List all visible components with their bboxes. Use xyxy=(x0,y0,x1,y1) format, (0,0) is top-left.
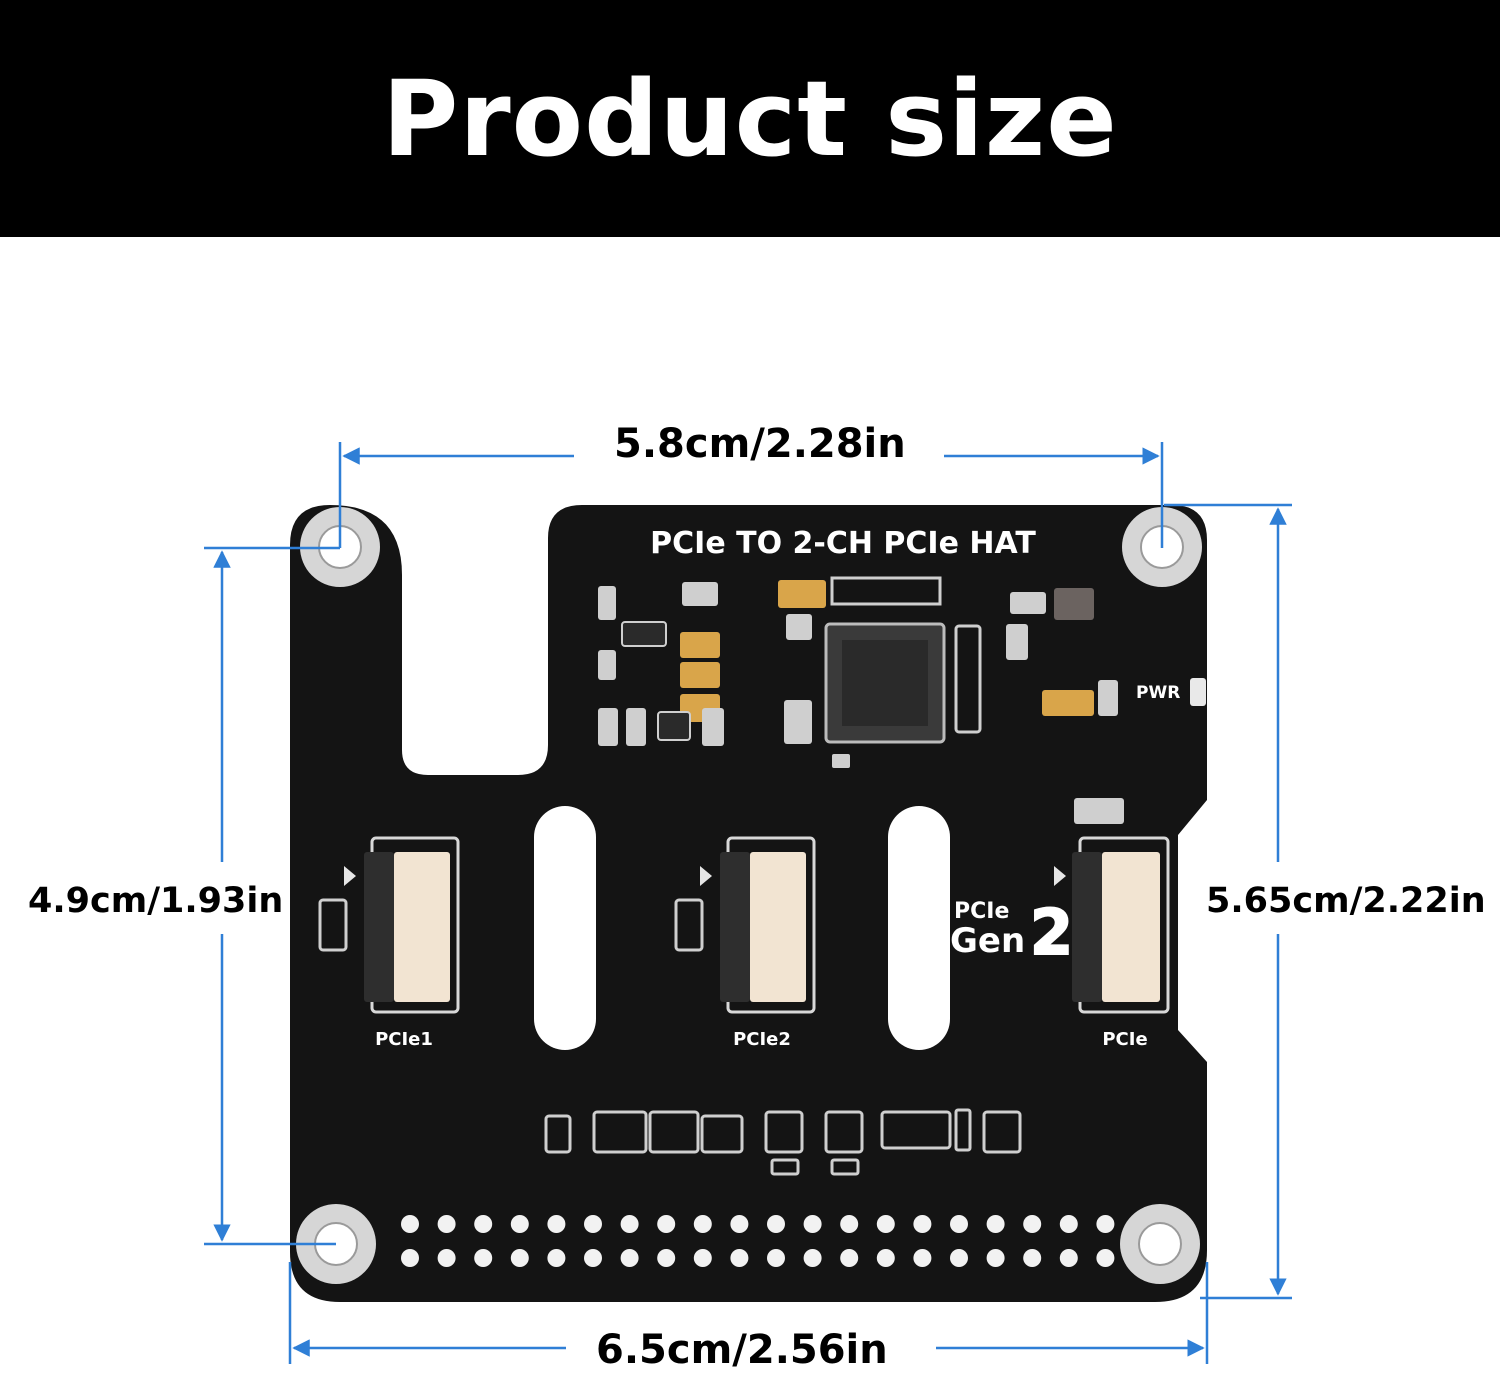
connector-label-pcie2: PCIe2 xyxy=(733,1029,791,1050)
inductor xyxy=(1054,588,1094,620)
board-name: PCIe TO 2-CH PCIe HAT xyxy=(650,526,1036,561)
pwr-label: PWR xyxy=(1136,683,1180,703)
dimension-left-height: 4.9cm/1.93in xyxy=(28,881,284,921)
dimension-lines xyxy=(204,442,1292,1364)
gpio-pin-hole xyxy=(913,1215,932,1233)
gpio-pin-hole xyxy=(767,1249,785,1267)
power-led xyxy=(1190,678,1206,706)
gpio-pin-hole xyxy=(401,1249,419,1267)
gpio-pin-hole xyxy=(950,1215,968,1233)
gen-logo-word: Gen xyxy=(950,921,1025,961)
gpio-pin-hole xyxy=(693,1215,712,1233)
gpio-pin-hole xyxy=(1096,1215,1115,1233)
pin-header-strip xyxy=(830,576,942,606)
gen-logo-number: 2 xyxy=(1030,896,1073,969)
connector-label-pcie1: PCIe1 xyxy=(375,1029,433,1050)
fpc-connector-pcie2 xyxy=(700,836,816,1014)
dimension-bottom-width: 6.5cm/2.56in xyxy=(596,1327,888,1373)
gpio-pin-hole xyxy=(474,1249,493,1267)
gpio-pin-hole xyxy=(657,1215,676,1233)
gpio-pin-hole xyxy=(1023,1215,1042,1233)
gpio-pin-hole xyxy=(986,1249,1005,1267)
fpc-connector-pcie1 xyxy=(344,836,460,1014)
gpio-pin-hole xyxy=(913,1249,932,1267)
gpio-pin-hole xyxy=(620,1249,639,1267)
gpio-pin-hole xyxy=(547,1215,566,1233)
gpio-pin-hole xyxy=(584,1215,602,1233)
gpio-pin-hole xyxy=(840,1215,859,1233)
smd-components xyxy=(598,580,1124,824)
gpio-header xyxy=(401,1215,1115,1267)
pcb-slot xyxy=(888,806,950,1050)
connector-label-pcie: PCIe xyxy=(1102,1029,1147,1050)
gpio-pin-hole xyxy=(510,1249,529,1267)
gpio-pin-hole xyxy=(803,1215,822,1233)
gpio-pin-hole xyxy=(693,1249,712,1267)
gpio-pin-hole xyxy=(950,1249,968,1267)
pcb-slot xyxy=(534,806,596,1050)
gpio-pin-hole xyxy=(584,1249,602,1267)
gpio-pin-hole xyxy=(510,1215,529,1233)
gpio-pin-hole xyxy=(437,1215,456,1233)
gpio-pin-hole xyxy=(620,1215,639,1233)
gpio-pin-hole xyxy=(1023,1249,1042,1267)
pcie-switch-chip xyxy=(824,622,946,744)
gpio-pin-hole xyxy=(840,1249,859,1267)
gpio-pin-hole xyxy=(803,1249,822,1267)
dimension-top-width: 5.8cm/2.28in xyxy=(614,421,906,467)
gpio-pin-hole xyxy=(401,1215,419,1233)
bottom-components xyxy=(544,1108,1022,1176)
resistor-pack xyxy=(318,898,348,952)
gpio-pin-hole xyxy=(767,1215,785,1233)
gpio-pin-hole xyxy=(1096,1249,1115,1267)
mounting-hole xyxy=(1120,1204,1200,1284)
gpio-pin-hole xyxy=(986,1215,1005,1233)
gpio-pin-hole xyxy=(876,1215,895,1233)
gpio-pin-hole xyxy=(1059,1249,1078,1267)
gpio-pin-hole xyxy=(730,1249,749,1267)
resistor-pack xyxy=(674,898,704,952)
gpio-pin-hole xyxy=(474,1215,493,1233)
title-banner: Product size xyxy=(0,0,1500,237)
gpio-pin-hole xyxy=(876,1249,895,1267)
gpio-pin-hole xyxy=(437,1249,456,1267)
fpc-connector-pcie xyxy=(1054,836,1170,1014)
page-title: Product size xyxy=(382,57,1118,180)
dimension-right-height: 5.65cm/2.22in xyxy=(1206,881,1486,921)
gpio-pin-hole xyxy=(730,1215,749,1233)
gpio-pin-hole xyxy=(657,1249,676,1267)
gen-logo-prefix: PCIe xyxy=(954,899,1009,924)
gpio-pin-hole xyxy=(1059,1215,1078,1233)
gpio-pin-hole xyxy=(547,1249,566,1267)
